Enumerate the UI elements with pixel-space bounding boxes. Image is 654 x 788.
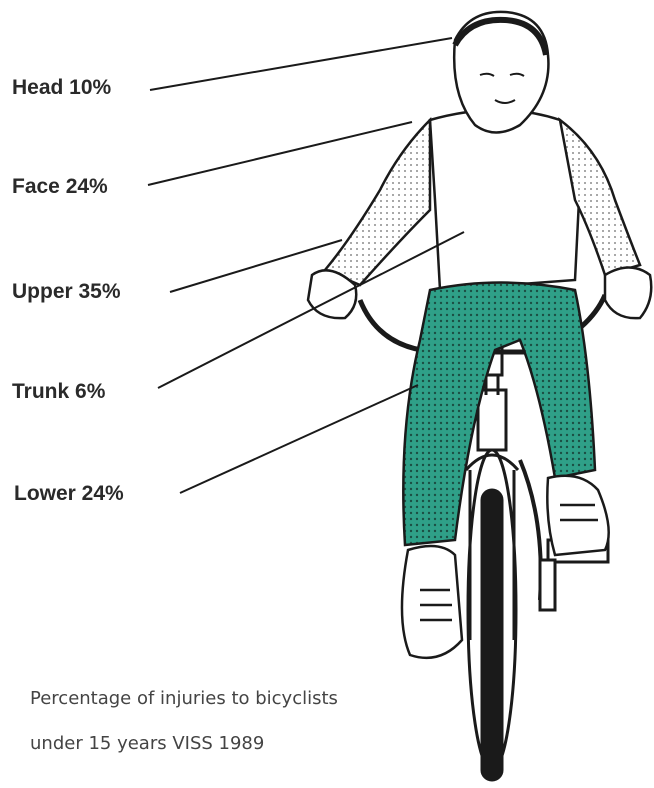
label-face: Face 24% [12, 175, 108, 199]
label-upper: Upper 35% [12, 280, 121, 304]
leader-line-head [150, 38, 452, 90]
caption-line-2: under 15 years VISS 1989 [30, 733, 264, 754]
label-trunk: Trunk 6% [12, 380, 105, 404]
label-head: Head 10% [12, 76, 111, 100]
label-lower: Lower 24% [14, 482, 124, 506]
caption-line-1: Percentage of injuries to bicyclists [30, 688, 338, 709]
leader-line-lower [180, 385, 418, 493]
leader-line-face [148, 122, 412, 185]
